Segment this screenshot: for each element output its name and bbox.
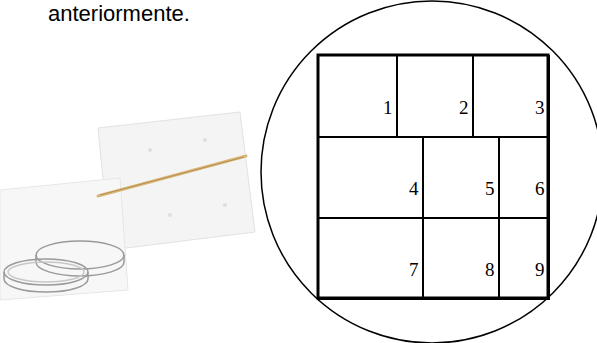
grid-cell: 6	[498, 136, 550, 219]
cell-number: 2	[459, 98, 469, 117]
paper-sheet	[0, 112, 255, 300]
cell-number: 1	[383, 98, 393, 117]
cell-number: 8	[485, 260, 495, 279]
grid-cell: 3	[472, 55, 550, 138]
cell-number: 4	[409, 179, 419, 198]
cell-number: 9	[535, 260, 545, 279]
grid-cell: 9	[498, 217, 550, 300]
grid-outline	[318, 55, 548, 298]
cell-number: 7	[409, 260, 419, 279]
grid-cell: 4	[318, 136, 424, 219]
grid-cell: 7	[318, 217, 424, 300]
cell-number: 3	[535, 98, 545, 117]
cell-number: 6	[535, 179, 545, 198]
petri-dish	[4, 241, 124, 292]
grid-cell: 5	[422, 136, 500, 219]
toothpick-shade	[100, 157, 244, 195]
text-fragment: anteriormente.	[48, 3, 190, 25]
dish-outline	[261, 1, 597, 343]
grid-cell: 8	[422, 217, 500, 300]
cell-number: 5	[485, 179, 495, 198]
grid-cell: 1	[318, 55, 398, 138]
toothpick	[98, 156, 246, 196]
grid-cell: 2	[396, 55, 474, 138]
